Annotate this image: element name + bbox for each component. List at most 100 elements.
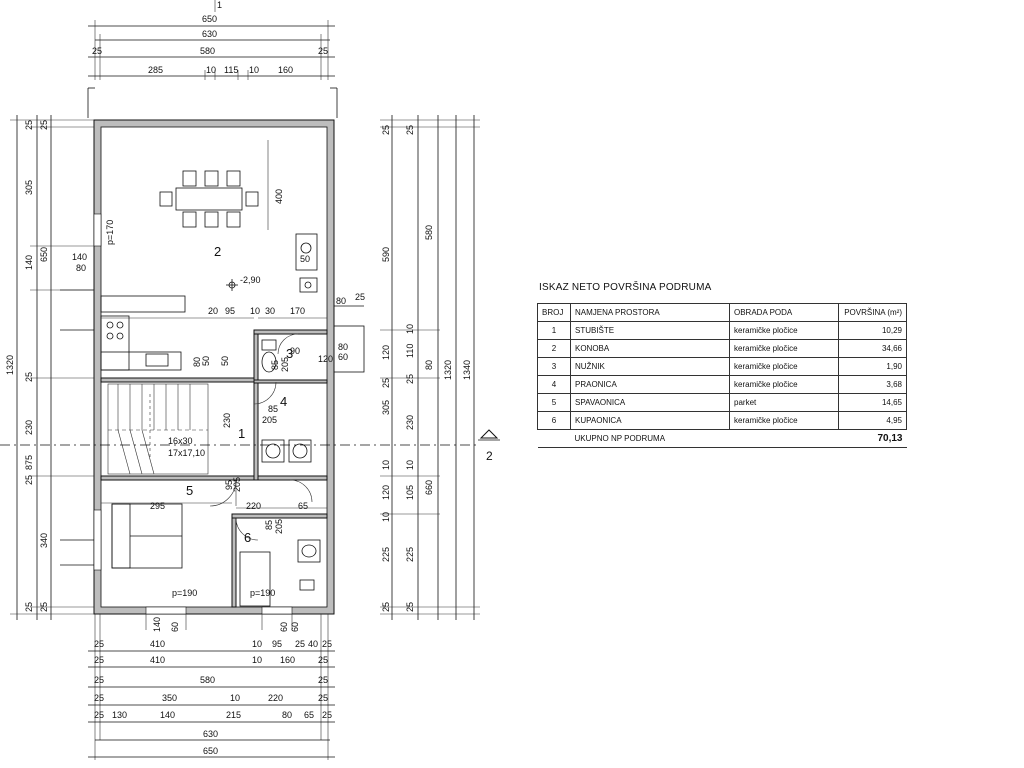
door-swings: [209, 333, 313, 541]
dim-right-25e: 25: [381, 602, 391, 612]
dim-right-1320: 1320: [443, 360, 453, 380]
dim-right-1340: 1340: [462, 360, 472, 380]
row-floor: keramičke pločice: [729, 339, 839, 358]
sink-icon: [295, 233, 318, 293]
dim-bottom-350: 350: [162, 693, 177, 703]
dim-inner-80a: 80: [336, 296, 346, 306]
dim-right-10d: 10: [381, 512, 391, 522]
row-number: 6: [537, 411, 571, 430]
row-area: 10,29: [838, 321, 907, 340]
dim-right-120: 120: [381, 345, 391, 360]
dim-inner-80c: 80: [192, 357, 202, 367]
total-value: 70,13: [838, 429, 907, 448]
dim-inner-60: 60: [338, 352, 348, 362]
dining-table-icon: [159, 170, 259, 228]
room-number-5: 5: [186, 483, 193, 498]
dim-bottom-25f: 25: [94, 675, 104, 685]
dim-bottom-10a: 10: [252, 639, 262, 649]
dim-right-120b: 120: [381, 485, 391, 500]
dim-bottom-60c: 60: [290, 622, 300, 632]
row-number: 3: [537, 357, 571, 376]
dim-right-110: 110: [405, 344, 415, 358]
dim-right-225a: 225: [381, 547, 391, 562]
dim-bottom-25e: 25: [318, 655, 328, 665]
dim-inner-50a: 50: [300, 254, 310, 264]
dim-bottom-10c: 10: [230, 693, 240, 703]
dim-bottom-160: 160: [280, 655, 295, 665]
dim-top-10a: 10: [206, 65, 216, 75]
row-floor: keramičke pločice: [729, 411, 839, 430]
dim-bottom-25i: 25: [318, 693, 328, 703]
dim-right-25c: 25: [381, 378, 391, 388]
header-namjena: NAMJENA PROSTORA: [570, 303, 730, 322]
dim-inner-50c: 50: [201, 356, 211, 366]
bed-icon: [111, 503, 183, 569]
bathroom-fixtures-icon: [239, 539, 321, 607]
dim-right-10a: 10: [405, 324, 415, 334]
window-label-1: p=170: [105, 220, 115, 245]
dim-inner-205d: 205: [274, 519, 284, 534]
dim-bottom-95: 95: [272, 639, 282, 649]
dim-top-650: 650: [202, 14, 217, 24]
dim-inner-80b: 80: [338, 342, 348, 352]
dim-inner-20: 20: [208, 306, 218, 316]
dim-right-10c: 10: [405, 460, 415, 470]
dim-left-25e: 25: [24, 602, 34, 612]
dim-left-25b: 25: [24, 120, 34, 130]
dim-inner-230: 230: [222, 413, 232, 428]
dim-inner-400: 400: [274, 189, 284, 204]
dim-inner-65: 65: [298, 501, 308, 511]
table-header-row: BROJ NAMJENA PROSTORA OBRADA PODA POVRŠI…: [537, 303, 907, 322]
row-area: 34,66: [838, 339, 907, 358]
dim-bottom-60b: 60: [279, 622, 289, 632]
room-number-2: 2: [214, 244, 221, 259]
dim-left-140b: 140: [72, 252, 87, 262]
row-name: KUPAONICA: [570, 411, 730, 430]
dim-inner-85b: 85: [268, 404, 278, 414]
dim-right-305: 305: [381, 400, 391, 415]
dim-inner-95: 95: [225, 306, 235, 316]
row-name: PRAONICA: [570, 375, 730, 394]
dim-inner-25: 25: [355, 292, 365, 302]
dim-inner-30: 30: [265, 306, 275, 316]
stair-spec-1: 16x30: [168, 436, 193, 446]
dim-left-25c: 25: [24, 372, 34, 382]
row-number: 1: [537, 321, 571, 340]
row-area: 3,68: [838, 375, 907, 394]
dim-bottom-220: 220: [268, 693, 283, 703]
dim-bottom-130: 130: [112, 710, 127, 720]
dim-inner-205c: 205: [232, 477, 242, 492]
stair-spec-2: 17x17,10: [168, 448, 205, 458]
row-name: SPAVAONICA: [570, 393, 730, 412]
table-row: 5 SPAVAONICA parket 14,65: [537, 393, 907, 412]
dim-right-105: 105: [405, 485, 415, 500]
table-row: 1 STUBIŠTE keramičke pločice 10,29: [537, 321, 907, 340]
dim-bottom-650: 650: [203, 746, 218, 756]
row-name: STUBIŠTE: [570, 321, 730, 340]
dim-bottom-140a: 140: [152, 617, 162, 632]
dim-left-875: 875: [24, 455, 34, 470]
dim-inner-205a: 205: [280, 357, 290, 372]
room-number-1: 1: [238, 426, 245, 441]
table-row: 3 NUŽNIK keramičke pločice 1,90: [537, 357, 907, 376]
building-walls: [93, 119, 335, 615]
staircase-icon: [107, 383, 209, 475]
room-number-3: 3: [286, 346, 293, 361]
dim-bottom-630: 630: [203, 729, 218, 739]
dim-left-80: 80: [76, 263, 86, 273]
row-number: 2: [537, 339, 571, 358]
table-total-row: UKUPNO NP PODRUMA 70,13: [537, 429, 907, 448]
dim-left-140: 140: [24, 255, 34, 270]
table-row: 4 PRAONICA keramičke pločice 3,68: [537, 375, 907, 394]
area-table-title: ISKAZ NETO POVRŠINA PODRUMA: [539, 282, 712, 293]
dim-inner-90: 90: [290, 346, 300, 356]
section-marker: 2: [478, 429, 500, 463]
dim-left-340: 340: [39, 533, 49, 548]
dim-right-230: 230: [405, 415, 415, 430]
dim-top-25a: 25: [92, 46, 102, 56]
area-table-panel: ISKAZ NETO POVRŠINA PODRUMA BROJ NAMJENA…: [537, 282, 907, 448]
dim-bottom-215: 215: [226, 710, 241, 720]
kitchen-counter-icon: [100, 295, 186, 371]
row-floor: keramičke pločice: [729, 375, 839, 394]
